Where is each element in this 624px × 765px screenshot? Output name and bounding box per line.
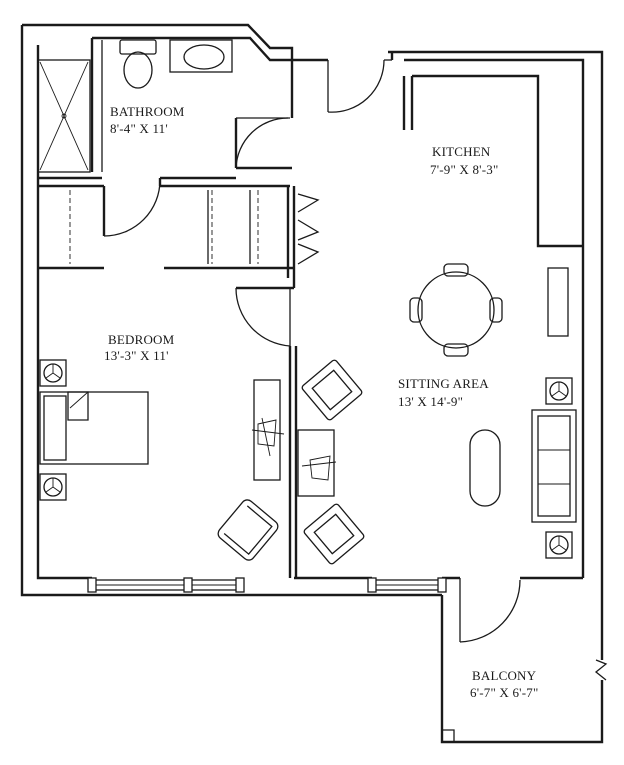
sitting-area-name: SITTING AREA [398,376,489,391]
bedroom-dims: 13'-3" X 11' [104,348,169,363]
sitting-area-dims: 13' X 14'-9" [398,394,463,409]
bedroom-furniture [39,359,285,561]
balcony-dims: 6'-7" X 6'-7" [470,685,538,700]
bathroom-fixtures [37,39,233,173]
bathroom-name: BATHROOM [110,104,185,119]
doors [103,59,521,643]
bathroom-dims: 8'-4" X 11' [110,121,168,136]
bedroom-name: BEDROOM [108,332,175,347]
sitting-furniture [297,263,577,565]
balcony-name: BALCONY [472,668,537,683]
interior-walls [38,36,583,578]
kitchen-name: KITCHEN [432,144,491,159]
exterior-walls [20,23,608,744]
windows [87,577,447,593]
kitchen-dims: 7'-9" X 8'-3" [430,162,498,177]
